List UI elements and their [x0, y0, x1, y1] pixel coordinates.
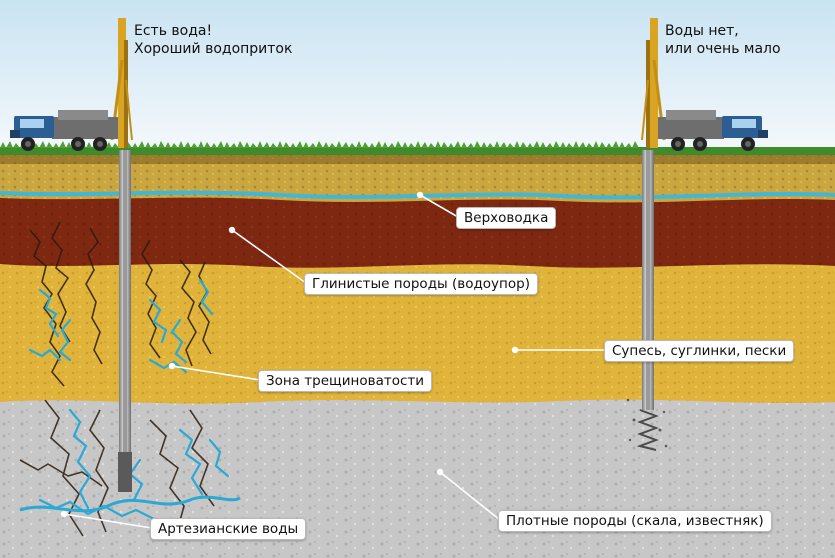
- topsoil-dark-band: [0, 154, 835, 164]
- leader-artesian: [63, 513, 153, 529]
- left-caption-line2: Хороший водоприток: [134, 41, 293, 57]
- left-well-filter: [118, 452, 132, 492]
- label-perched-water: Верховодка: [456, 207, 557, 229]
- right-caption-line2: или очень мало: [665, 41, 781, 57]
- water-filled-cracks: [28, 278, 230, 522]
- clay-texture: [0, 195, 835, 268]
- left-well-inner: [123, 150, 127, 452]
- label-fracture-zone: Зона трещиноватости: [258, 370, 433, 392]
- left-well-caption: Есть вода! Хороший водоприток: [134, 22, 292, 58]
- label-artesian: Артезианские воды: [150, 518, 307, 540]
- leader-dots: [60, 191, 519, 518]
- right-well-caption: Воды нет, или очень мало: [665, 22, 781, 58]
- right-caption-line1: Воды нет,: [665, 23, 739, 39]
- right-well-debris: [626, 398, 668, 448]
- leader-clay: [231, 229, 307, 284]
- left-caption-line1: Есть вода!: [134, 23, 213, 39]
- leader-dense-rock: [439, 471, 501, 521]
- topsoil-texture: [0, 152, 835, 203]
- left-truck: [10, 110, 118, 151]
- fracture-cracks: [19, 221, 215, 537]
- leader-fracture: [171, 365, 261, 381]
- label-sandy-loam: Супесь, суглинки, пески: [604, 340, 795, 362]
- perched-water-line: [0, 190, 835, 200]
- grass-blades: [0, 141, 835, 148]
- right-well-auger: [636, 409, 659, 451]
- grass: [0, 147, 835, 155]
- label-clay: Глинистые породы (водоупор): [304, 273, 538, 295]
- right-truck: [658, 110, 768, 151]
- artesian-aquifer: [19, 495, 241, 513]
- leader-lines: [63, 194, 606, 529]
- right-well-inner: [646, 150, 650, 410]
- label-dense-rock: Плотные породы (скала, известняк): [498, 510, 772, 532]
- leader-perched-water: [419, 194, 459, 218]
- sandy-loam-texture: [0, 262, 835, 404]
